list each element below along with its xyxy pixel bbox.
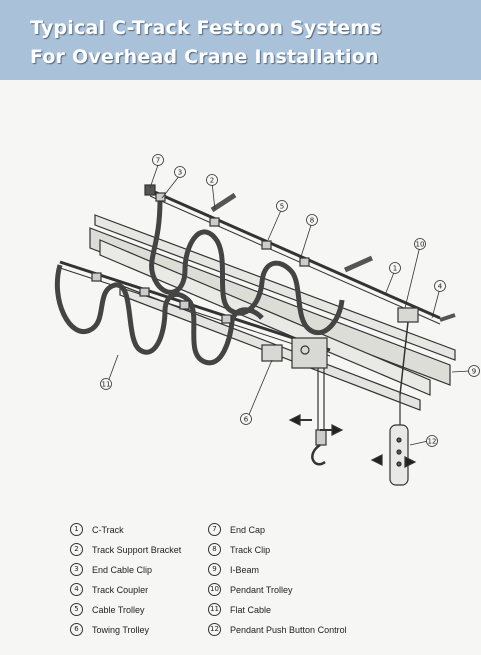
title-line-1: Typical C-Track Festoon Systems <box>30 17 382 39</box>
callout-10: 10 <box>416 241 425 249</box>
parts-legend: 1 C-Track 2 Track Support Bracket 3 End … <box>70 520 470 645</box>
callout-3: 3 <box>178 169 182 177</box>
callout-9: 9 <box>472 368 476 376</box>
legend-item: 2 Track Support Bracket <box>70 543 181 556</box>
upper-flat-cable <box>149 199 345 335</box>
legend-item: 10 Pendant Trolley <box>208 583 293 596</box>
callout-1: 1 <box>393 265 397 273</box>
upper-c-track <box>149 188 441 325</box>
legend-label: Track Support Bracket <box>92 544 182 555</box>
legend-number: 8 <box>208 543 221 556</box>
legend-label: End Cable Clip <box>92 564 153 575</box>
legend-number: 1 <box>70 523 83 536</box>
callout-12: 12 <box>428 438 437 446</box>
track-support-brackets <box>210 192 456 322</box>
legend-item: 11 Flat Cable <box>208 603 271 616</box>
legend-item: 7 End Cap <box>208 523 265 536</box>
festoon-diagram: 7 3 2 5 8 10 1 4 9 6 11 12 <box>54 154 480 486</box>
callout-8: 8 <box>310 217 314 225</box>
legend-label: Pendant Trolley <box>230 584 293 595</box>
legend-label: C-Track <box>92 524 124 535</box>
callout-2: 2 <box>210 177 214 185</box>
legend-label: End Cap <box>230 524 266 535</box>
callout-7: 7 <box>156 157 160 165</box>
callout-11: 11 <box>102 381 111 389</box>
callout-4: 4 <box>438 283 443 291</box>
header-banner: Typical C-Track Festoon Systems For Over… <box>0 0 481 80</box>
lower-flat-cable <box>54 264 264 366</box>
upper-cable-trolleys <box>155 192 310 267</box>
legend-label: I-Beam <box>230 564 260 575</box>
legend-item: 8 Track Clip <box>208 543 270 556</box>
legend-item: 5 Cable Trolley <box>70 603 145 616</box>
legend-number: 11 <box>208 603 221 616</box>
legend-number: 3 <box>70 563 83 576</box>
legend-item: 1 C-Track <box>70 523 124 536</box>
legend-number: 2 <box>70 543 83 556</box>
legend-number: 12 <box>208 623 221 636</box>
legend-number: 4 <box>70 583 83 596</box>
legend-item: 3 End Cable Clip <box>70 563 152 576</box>
towing-trolley <box>261 337 328 369</box>
legend-number: 6 <box>70 623 83 636</box>
end-cap <box>144 184 156 196</box>
legend-label: Cable Trolley <box>92 604 145 615</box>
pendant-trolley <box>397 307 419 396</box>
legend-label: Track Coupler <box>92 584 149 595</box>
motion-arrows <box>288 414 417 468</box>
callout-6: 6 <box>244 416 249 424</box>
legend-item: 4 Track Coupler <box>70 583 148 596</box>
callout-5: 5 <box>280 203 284 211</box>
legend-number: 7 <box>208 523 221 536</box>
legend-label: Track Clip <box>230 544 271 555</box>
legend-item: 9 I-Beam <box>208 563 259 576</box>
pendant-control <box>389 395 409 486</box>
legend-number: 10 <box>208 583 221 596</box>
legend-label: Towing Trolley <box>92 624 150 635</box>
legend-label: Pendant Push Button Control <box>230 624 347 635</box>
lower-cable-trolleys <box>91 272 232 324</box>
legend-number: 5 <box>70 603 83 616</box>
legend-number: 9 <box>208 563 221 576</box>
crane-hook <box>311 368 327 466</box>
legend-item: 6 Towing Trolley <box>70 623 149 636</box>
title-line-2: For Overhead Crane Installation <box>30 46 379 68</box>
legend-item: 12 Pendant Push Button Control <box>208 623 347 636</box>
legend-label: Flat Cable <box>230 604 272 615</box>
